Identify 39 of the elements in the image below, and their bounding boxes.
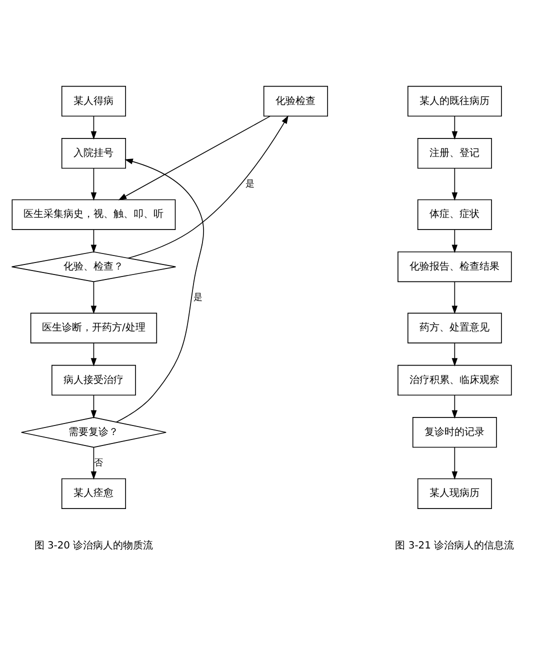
arrow	[452, 168, 458, 201]
node-box: 某人痊愈	[61, 478, 126, 509]
arrow	[90, 116, 97, 140]
arrow	[452, 281, 458, 314]
arrow	[90, 229, 97, 254]
node-box: 化验报告、检查结果	[398, 251, 512, 282]
node-box: 化验检查	[263, 86, 328, 117]
node-box: 注册、登记	[417, 138, 492, 169]
arrow	[118, 116, 271, 200]
arrow	[90, 281, 97, 314]
edge-label: 是	[246, 179, 255, 190]
arrow	[452, 229, 458, 254]
arrow	[452, 342, 458, 366]
node-box: 入院挂号	[61, 138, 126, 169]
arrow	[128, 115, 288, 259]
arrow	[90, 342, 97, 366]
arrow	[90, 446, 97, 480]
node-box: 医生采集病史，视、触、叩、听	[12, 199, 176, 230]
arrow	[452, 116, 458, 140]
edge-label: 是	[194, 292, 203, 303]
node-box: 治疗积累、临床观察	[398, 364, 512, 396]
label: 图 3-21 诊治病人的信息流	[395, 540, 514, 552]
node-box: 药方、处置意见	[407, 312, 502, 344]
arrow	[452, 446, 458, 480]
arrow	[116, 158, 204, 422]
node-box: 病人接受治疗	[52, 364, 136, 396]
node-diamond: 化验、检查？	[11, 251, 176, 282]
node-box: 某人的既往病历	[407, 86, 502, 117]
node-box: 某人现病历	[417, 478, 492, 509]
node-box: 医生诊断，开药方/处理	[30, 312, 158, 344]
label: 图 3-20 诊治病人的物质流	[34, 540, 154, 552]
node-box: 某人得病	[61, 86, 126, 117]
arrow	[452, 394, 458, 419]
node-diamond: 需要复诊？	[20, 417, 166, 448]
edge-label: 否	[94, 458, 104, 468]
arrow	[90, 168, 97, 201]
arrow	[90, 394, 97, 419]
node-box: 复诊时的记录	[412, 417, 497, 448]
node-box: 体症、症状	[417, 199, 492, 230]
